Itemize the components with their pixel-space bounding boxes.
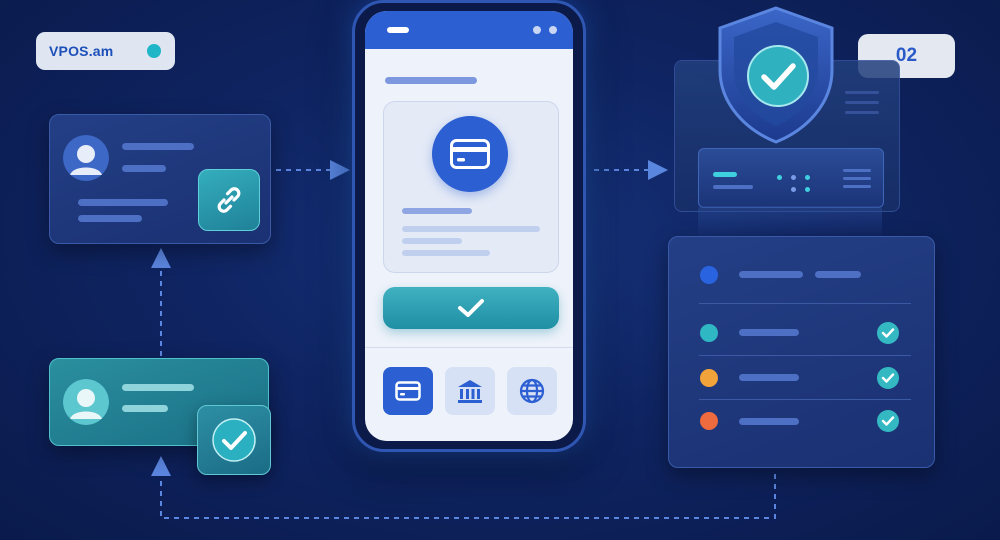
server-led-1 — [777, 175, 782, 180]
credit-card-icon — [395, 381, 421, 401]
server-panel-line-1 — [845, 91, 879, 94]
verified-line-1 — [122, 384, 194, 391]
profile-line-4 — [78, 215, 142, 222]
server-led-2 — [791, 175, 796, 180]
checklist-header-line-1 — [739, 271, 803, 278]
payment-line-1 — [402, 208, 472, 214]
user-icon — [63, 379, 109, 425]
server-reflection — [698, 206, 882, 240]
server-slot-bar — [713, 185, 753, 189]
verification-checklist — [668, 236, 935, 468]
phone-mockup — [352, 0, 586, 452]
phone-screen — [365, 11, 573, 441]
checklist-row-line — [739, 329, 799, 336]
checklist-divider-3 — [699, 399, 911, 400]
check-icon — [197, 405, 271, 475]
check-icon — [458, 299, 484, 317]
shield-check-icon — [718, 6, 834, 144]
payment-line-3 — [402, 238, 462, 244]
checklist-row-line — [739, 418, 799, 425]
status-dot-red — [700, 412, 718, 430]
checklist-row-line — [739, 374, 799, 381]
app-header — [365, 11, 573, 49]
brand-status-dot — [147, 44, 161, 58]
payment-line-2 — [402, 226, 540, 232]
server-led-5 — [805, 187, 810, 192]
server-vent-3 — [843, 185, 871, 188]
bank-icon — [458, 380, 482, 403]
nav-card-button[interactable] — [383, 367, 433, 415]
server-vent-1 — [843, 169, 871, 172]
checklist-header-dot — [700, 266, 718, 284]
checklist-divider-1 — [699, 303, 911, 304]
payment-card-panel — [383, 101, 559, 273]
screen-title-line — [385, 77, 477, 84]
server-led-4 — [791, 187, 796, 192]
step-number: 02 — [895, 45, 918, 66]
profile-line-2 — [122, 165, 166, 172]
server-icon — [698, 148, 884, 208]
profile-line-3 — [78, 199, 168, 206]
profile-card — [49, 114, 271, 244]
checklist-header-line-2 — [815, 271, 861, 278]
payment-line-4 — [402, 250, 490, 256]
app-header-pill — [387, 27, 409, 33]
arrow-checklist-loop — [151, 456, 776, 519]
brand-badge: VPOS.am — [36, 32, 175, 70]
server-panel-line-3 — [845, 111, 879, 114]
server-panel-line-2 — [845, 101, 879, 104]
user-icon — [63, 135, 109, 181]
status-dot-amber — [700, 369, 718, 387]
profile-line-1 — [122, 143, 194, 150]
check-icon — [877, 322, 899, 344]
status-dot-teal — [700, 324, 718, 342]
check-icon — [877, 367, 899, 389]
verified-line-2 — [122, 405, 168, 412]
globe-icon — [519, 378, 545, 404]
check-icon — [877, 410, 899, 432]
server-led-3 — [805, 175, 810, 180]
link-icon[interactable] — [198, 169, 260, 231]
confirm-payment-button[interactable] — [383, 287, 559, 329]
server-status-bar — [713, 172, 737, 177]
nav-divider — [365, 347, 573, 348]
app-header-dot-1 — [533, 26, 541, 34]
credit-card-icon — [432, 116, 508, 192]
nav-bank-button[interactable] — [445, 367, 495, 415]
checklist-divider-2 — [699, 355, 911, 356]
nav-web-button[interactable] — [507, 367, 557, 415]
brand-name: VPOS.am — [49, 43, 114, 59]
app-header-dot-2 — [549, 26, 557, 34]
server-vent-2 — [843, 177, 871, 180]
